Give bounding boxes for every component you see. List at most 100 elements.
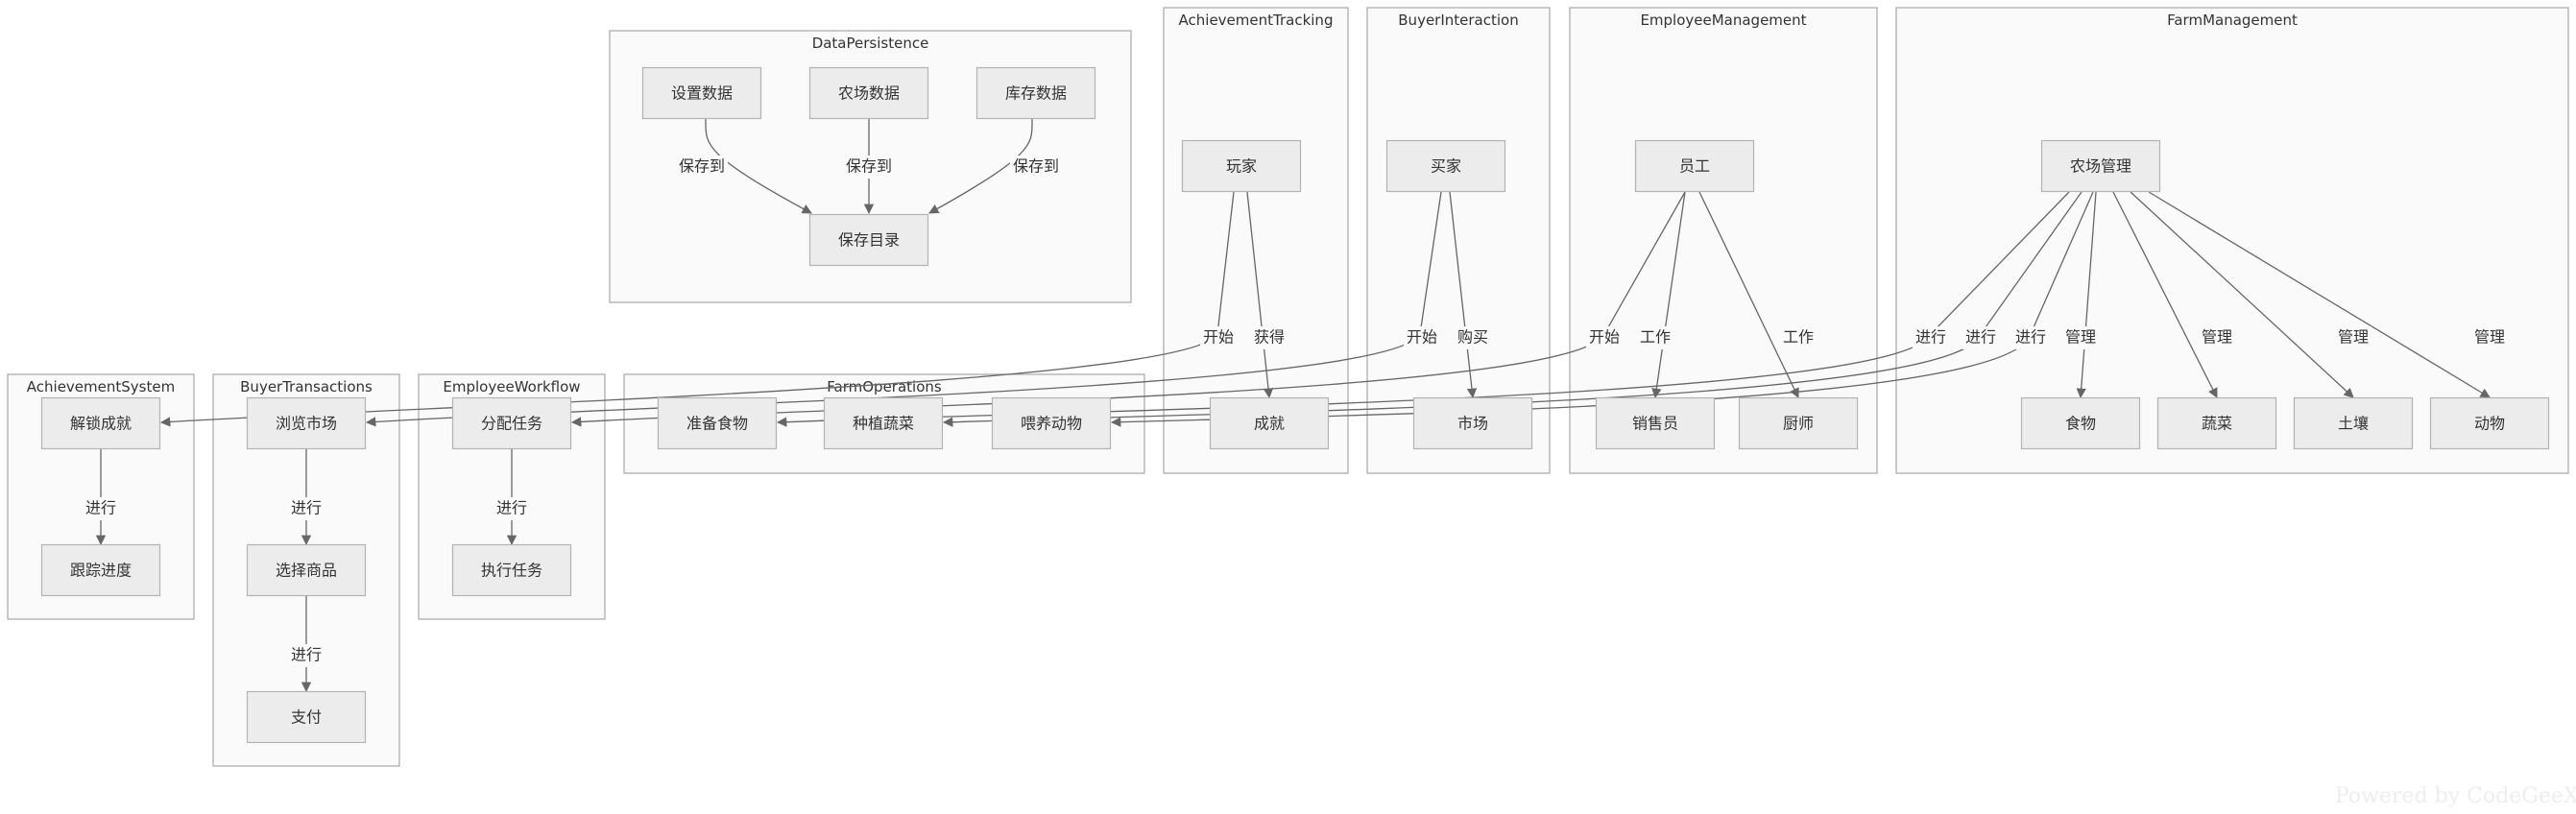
node-maijia: 买家 xyxy=(1385,139,1506,193)
node-weiyang: 喂养动物 xyxy=(991,396,1112,450)
edge-label: 保存到 xyxy=(843,156,895,179)
edge-label: 开始 xyxy=(1200,326,1237,349)
edge-label: 获得 xyxy=(1251,326,1288,349)
node-label: 库存数据 xyxy=(1005,84,1067,103)
node-chushi: 厨师 xyxy=(1738,396,1859,450)
node-shucai: 蔬菜 xyxy=(2156,396,2277,450)
node-zhunbei: 准备食物 xyxy=(657,396,778,450)
edge-label: 开始 xyxy=(1586,326,1623,349)
edge-label: 管理 xyxy=(2471,326,2508,349)
edge-nongchangguanli-shucai xyxy=(2112,191,2218,398)
edge-label-text: 购买 xyxy=(1457,328,1488,347)
node-shezhi: 设置数据 xyxy=(641,66,762,120)
cluster-at: AchievementTracking xyxy=(1163,7,1349,474)
node-nongchangguanli: 农场管理 xyxy=(2040,139,2161,193)
node-jiesuo: 解锁成就 xyxy=(40,396,161,450)
node-label: 土壤 xyxy=(2338,415,2369,433)
node-turang: 土壤 xyxy=(2293,396,2414,450)
edge-label: 进行 xyxy=(83,497,119,520)
cluster-title: AchievementTracking xyxy=(1179,12,1334,29)
node-label: 厨师 xyxy=(1783,415,1814,433)
edge-label: 进行 xyxy=(1962,326,1999,349)
node-label: 成就 xyxy=(1254,415,1285,433)
edge-label: 工作 xyxy=(1780,326,1817,349)
edge-label-text: 进行 xyxy=(1965,328,1996,347)
edge-label: 进行 xyxy=(1913,326,1949,349)
cluster-title: EmployeeWorkflow xyxy=(443,378,580,395)
node-label: 保存目录 xyxy=(838,231,900,250)
node-label: 蔬菜 xyxy=(2202,415,2232,433)
node-zhixing: 执行任务 xyxy=(451,543,572,597)
node-label: 农场数据 xyxy=(838,84,900,103)
edge-label-text: 进行 xyxy=(291,646,322,664)
node-label: 种植蔬菜 xyxy=(853,415,914,433)
edge-label-text: 进行 xyxy=(496,499,527,517)
node-label: 销售员 xyxy=(1632,415,1678,433)
edge-label: 工作 xyxy=(1637,326,1673,349)
edge-yuangong-xiaoshou xyxy=(1651,191,1686,399)
edge-label: 购买 xyxy=(1455,326,1491,349)
node-chengjiu: 成就 xyxy=(1209,396,1330,450)
edge-label: 进行 xyxy=(2012,326,2049,349)
edge-wanjia-chengjiu xyxy=(1246,191,1274,399)
cluster-title: FarmManagement xyxy=(2167,12,2298,29)
edge-label: 管理 xyxy=(2335,326,2371,349)
cluster-title: EmployeeManagement xyxy=(1640,12,1806,29)
edge-label-text: 保存到 xyxy=(679,157,725,176)
edge-label: 管理 xyxy=(2199,326,2235,349)
edge-nongchangguanli-dongwu xyxy=(2148,191,2491,398)
node-label: 准备食物 xyxy=(686,415,748,433)
node-nongchangdata: 农场数据 xyxy=(808,66,929,120)
edge-label-text: 工作 xyxy=(1783,328,1814,347)
edge-label-text: 开始 xyxy=(1589,328,1620,347)
edge-label-text: 进行 xyxy=(2015,328,2046,347)
cluster-bi: BuyerInteraction xyxy=(1366,7,1551,474)
node-baocun: 保存目录 xyxy=(808,213,929,267)
edge-yuangong-chushi xyxy=(1698,191,1799,398)
edge-label-text: 管理 xyxy=(2338,328,2369,347)
node-dongwu: 动物 xyxy=(2429,396,2550,450)
edge-label-text: 保存到 xyxy=(846,157,892,176)
node-shiwu: 食物 xyxy=(2020,396,2141,450)
node-xuanze: 选择商品 xyxy=(246,543,367,597)
node-label: 玩家 xyxy=(1226,157,1257,176)
node-label: 员工 xyxy=(1679,157,1710,176)
edge-label-text: 进行 xyxy=(85,499,116,517)
cluster-title: BuyerTransactions xyxy=(240,378,373,395)
node-label: 动物 xyxy=(2474,415,2505,433)
node-label: 设置数据 xyxy=(671,84,733,103)
node-wanjia: 玩家 xyxy=(1181,139,1302,193)
node-label: 喂养动物 xyxy=(1021,415,1082,433)
edge-nongchangguanli-shiwu xyxy=(2076,191,2097,399)
edge-label-text: 管理 xyxy=(2065,328,2096,347)
node-label: 买家 xyxy=(1431,157,1461,176)
node-fenpei: 分配任务 xyxy=(451,396,572,450)
node-liulan: 浏览市场 xyxy=(246,396,367,450)
watermark: Powered by CodeGeeX xyxy=(2335,784,2576,808)
edge-label-text: 开始 xyxy=(1407,328,1437,347)
edge-label: 保存到 xyxy=(1010,156,1062,179)
edge-label-text: 获得 xyxy=(1254,328,1285,347)
edge-label-text: 工作 xyxy=(1640,328,1671,347)
node-label: 执行任务 xyxy=(481,562,542,580)
node-label: 解锁成就 xyxy=(70,415,132,433)
cluster-title: BuyerInteraction xyxy=(1398,12,1518,29)
node-genzong: 跟踪进度 xyxy=(40,543,161,597)
node-kucun: 库存数据 xyxy=(975,66,1096,120)
cluster-fm: FarmManagement xyxy=(1895,7,2569,474)
node-label: 食物 xyxy=(2065,415,2096,433)
edge-label: 开始 xyxy=(1404,326,1440,349)
node-label: 跟踪进度 xyxy=(70,562,132,580)
node-label: 农场管理 xyxy=(2070,157,2131,176)
node-label: 选择商品 xyxy=(276,562,337,580)
edge-label: 进行 xyxy=(494,497,530,520)
edge-label: 进行 xyxy=(288,497,325,520)
node-label: 浏览市场 xyxy=(276,415,337,433)
node-shichang: 市场 xyxy=(1412,396,1533,450)
node-label: 支付 xyxy=(291,708,322,727)
edge-nongchangguanli-zhunbei xyxy=(776,191,2070,427)
edge-label-text: 管理 xyxy=(2202,328,2232,347)
edge-label-text: 保存到 xyxy=(1013,157,1059,176)
edge-maijia-shichang xyxy=(1449,191,1478,399)
